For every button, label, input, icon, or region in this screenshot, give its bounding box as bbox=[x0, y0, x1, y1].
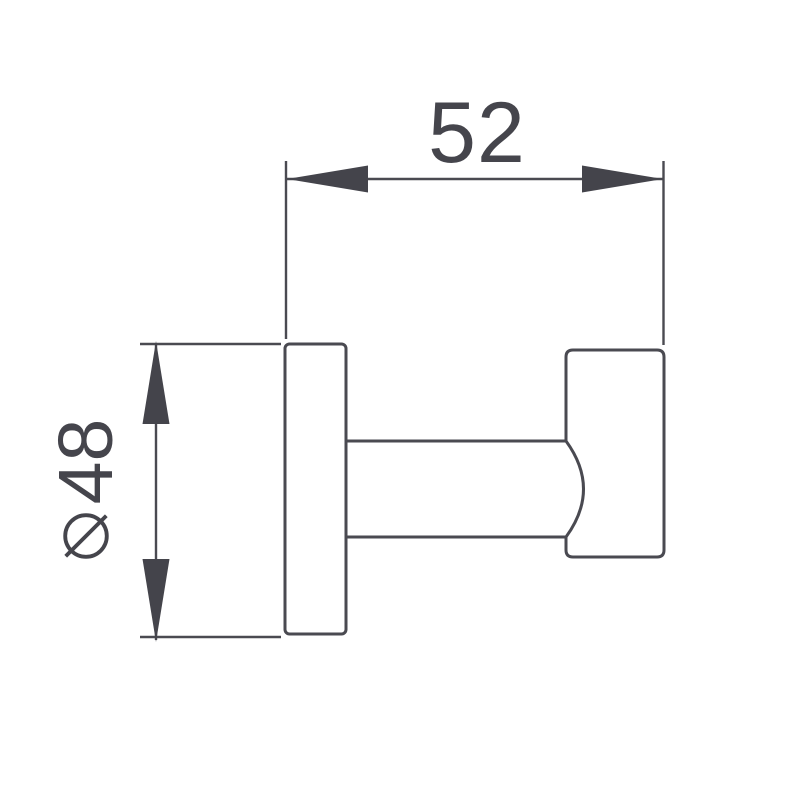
diameter-dimension bbox=[140, 341, 281, 642]
end-cap bbox=[564, 348, 666, 559]
wall-plate bbox=[283, 342, 348, 636]
diameter-dimension-label: 48 bbox=[42, 392, 129, 592]
hook-outline bbox=[283, 342, 666, 636]
diameter-value-text: 48 bbox=[42, 418, 129, 505]
arrowhead-down-icon bbox=[142, 559, 170, 642]
arrowhead-right-icon bbox=[582, 165, 663, 193]
width-dimension-label: 52 bbox=[428, 85, 526, 181]
width-dimension bbox=[284, 161, 665, 345]
arrowhead-up-icon bbox=[142, 341, 170, 424]
diameter-sign-icon bbox=[63, 513, 109, 560]
arrowhead-left-icon bbox=[287, 165, 368, 193]
